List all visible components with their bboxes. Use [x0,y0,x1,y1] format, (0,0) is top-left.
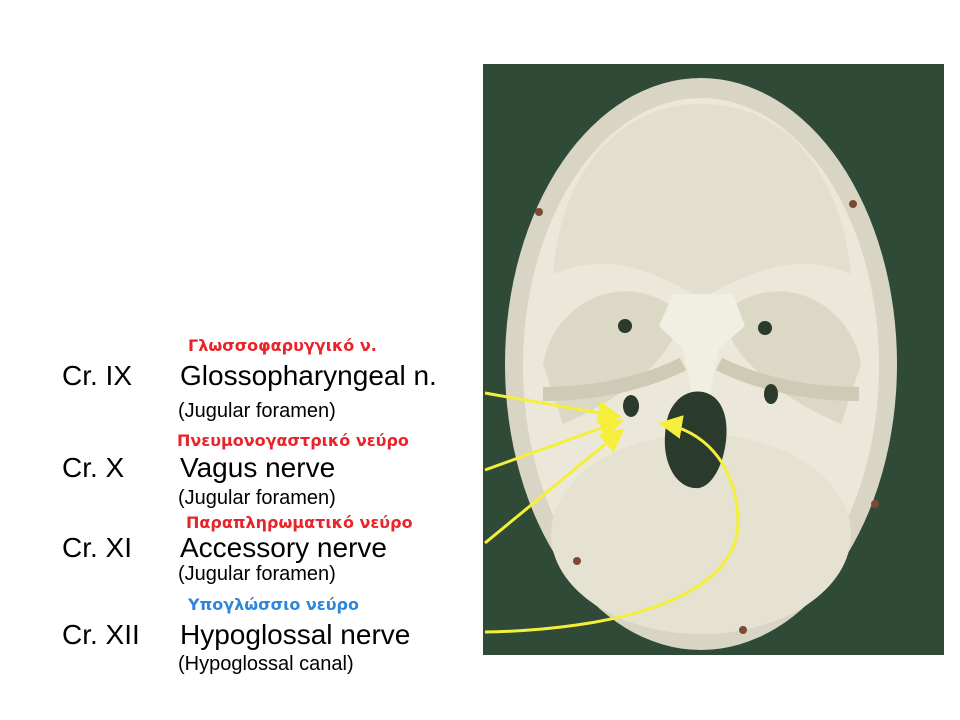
nerve-name-accessory: Accessory nerve [180,532,387,563]
passage-accessory: (Jugular foramen) [178,563,336,585]
skull-base-photo [483,64,944,655]
cranial-nerve-number-xi: Cr. XI [62,532,133,563]
rim-peg [573,557,581,565]
cranial-nerve-number-ix: Cr. IX [62,360,133,391]
passage-vagus: (Jugular foramen) [178,487,336,509]
greek-label-vagus: Πνευμονογαστρικό νεύρο [177,431,409,450]
foramen-ovale-left [618,319,632,333]
greek-label-hypoglossal: Υπογλώσσιο νεύρο [188,595,359,614]
cranial-nerve-number-x: Cr. X [62,452,125,483]
passage-hypoglossal: (Hypoglossal canal) [178,653,354,675]
petrous-ridge-right [715,357,860,401]
rim-peg [871,500,879,508]
nerve-name-vagus: Vagus nerve [180,452,336,483]
anterior-cranial-fossa [553,104,851,299]
rim-peg [535,208,543,216]
cranial-nerve-number-xii: Cr. XII [62,619,140,650]
foramen-ovale-right [758,321,772,335]
rim-peg [849,200,857,208]
jugular-foramen-right [764,384,778,404]
rim-peg [739,626,747,634]
nerve-name-hypoglossal: Hypoglossal nerve [180,619,411,650]
jugular-foramen-left [623,395,639,417]
greek-label-accessory: Παραπληρωματικό νεύρο [186,513,413,532]
sella-turcica [659,294,745,399]
passage-glossopharyngeal: (Jugular foramen) [178,400,336,422]
nerve-name-glossopharyngeal: Glossopharyngeal n. [180,360,437,391]
greek-label-glossopharyngeal: Γλωσσοφαρυγγικό ν. [188,336,377,355]
skull-base-illustration [505,78,897,650]
